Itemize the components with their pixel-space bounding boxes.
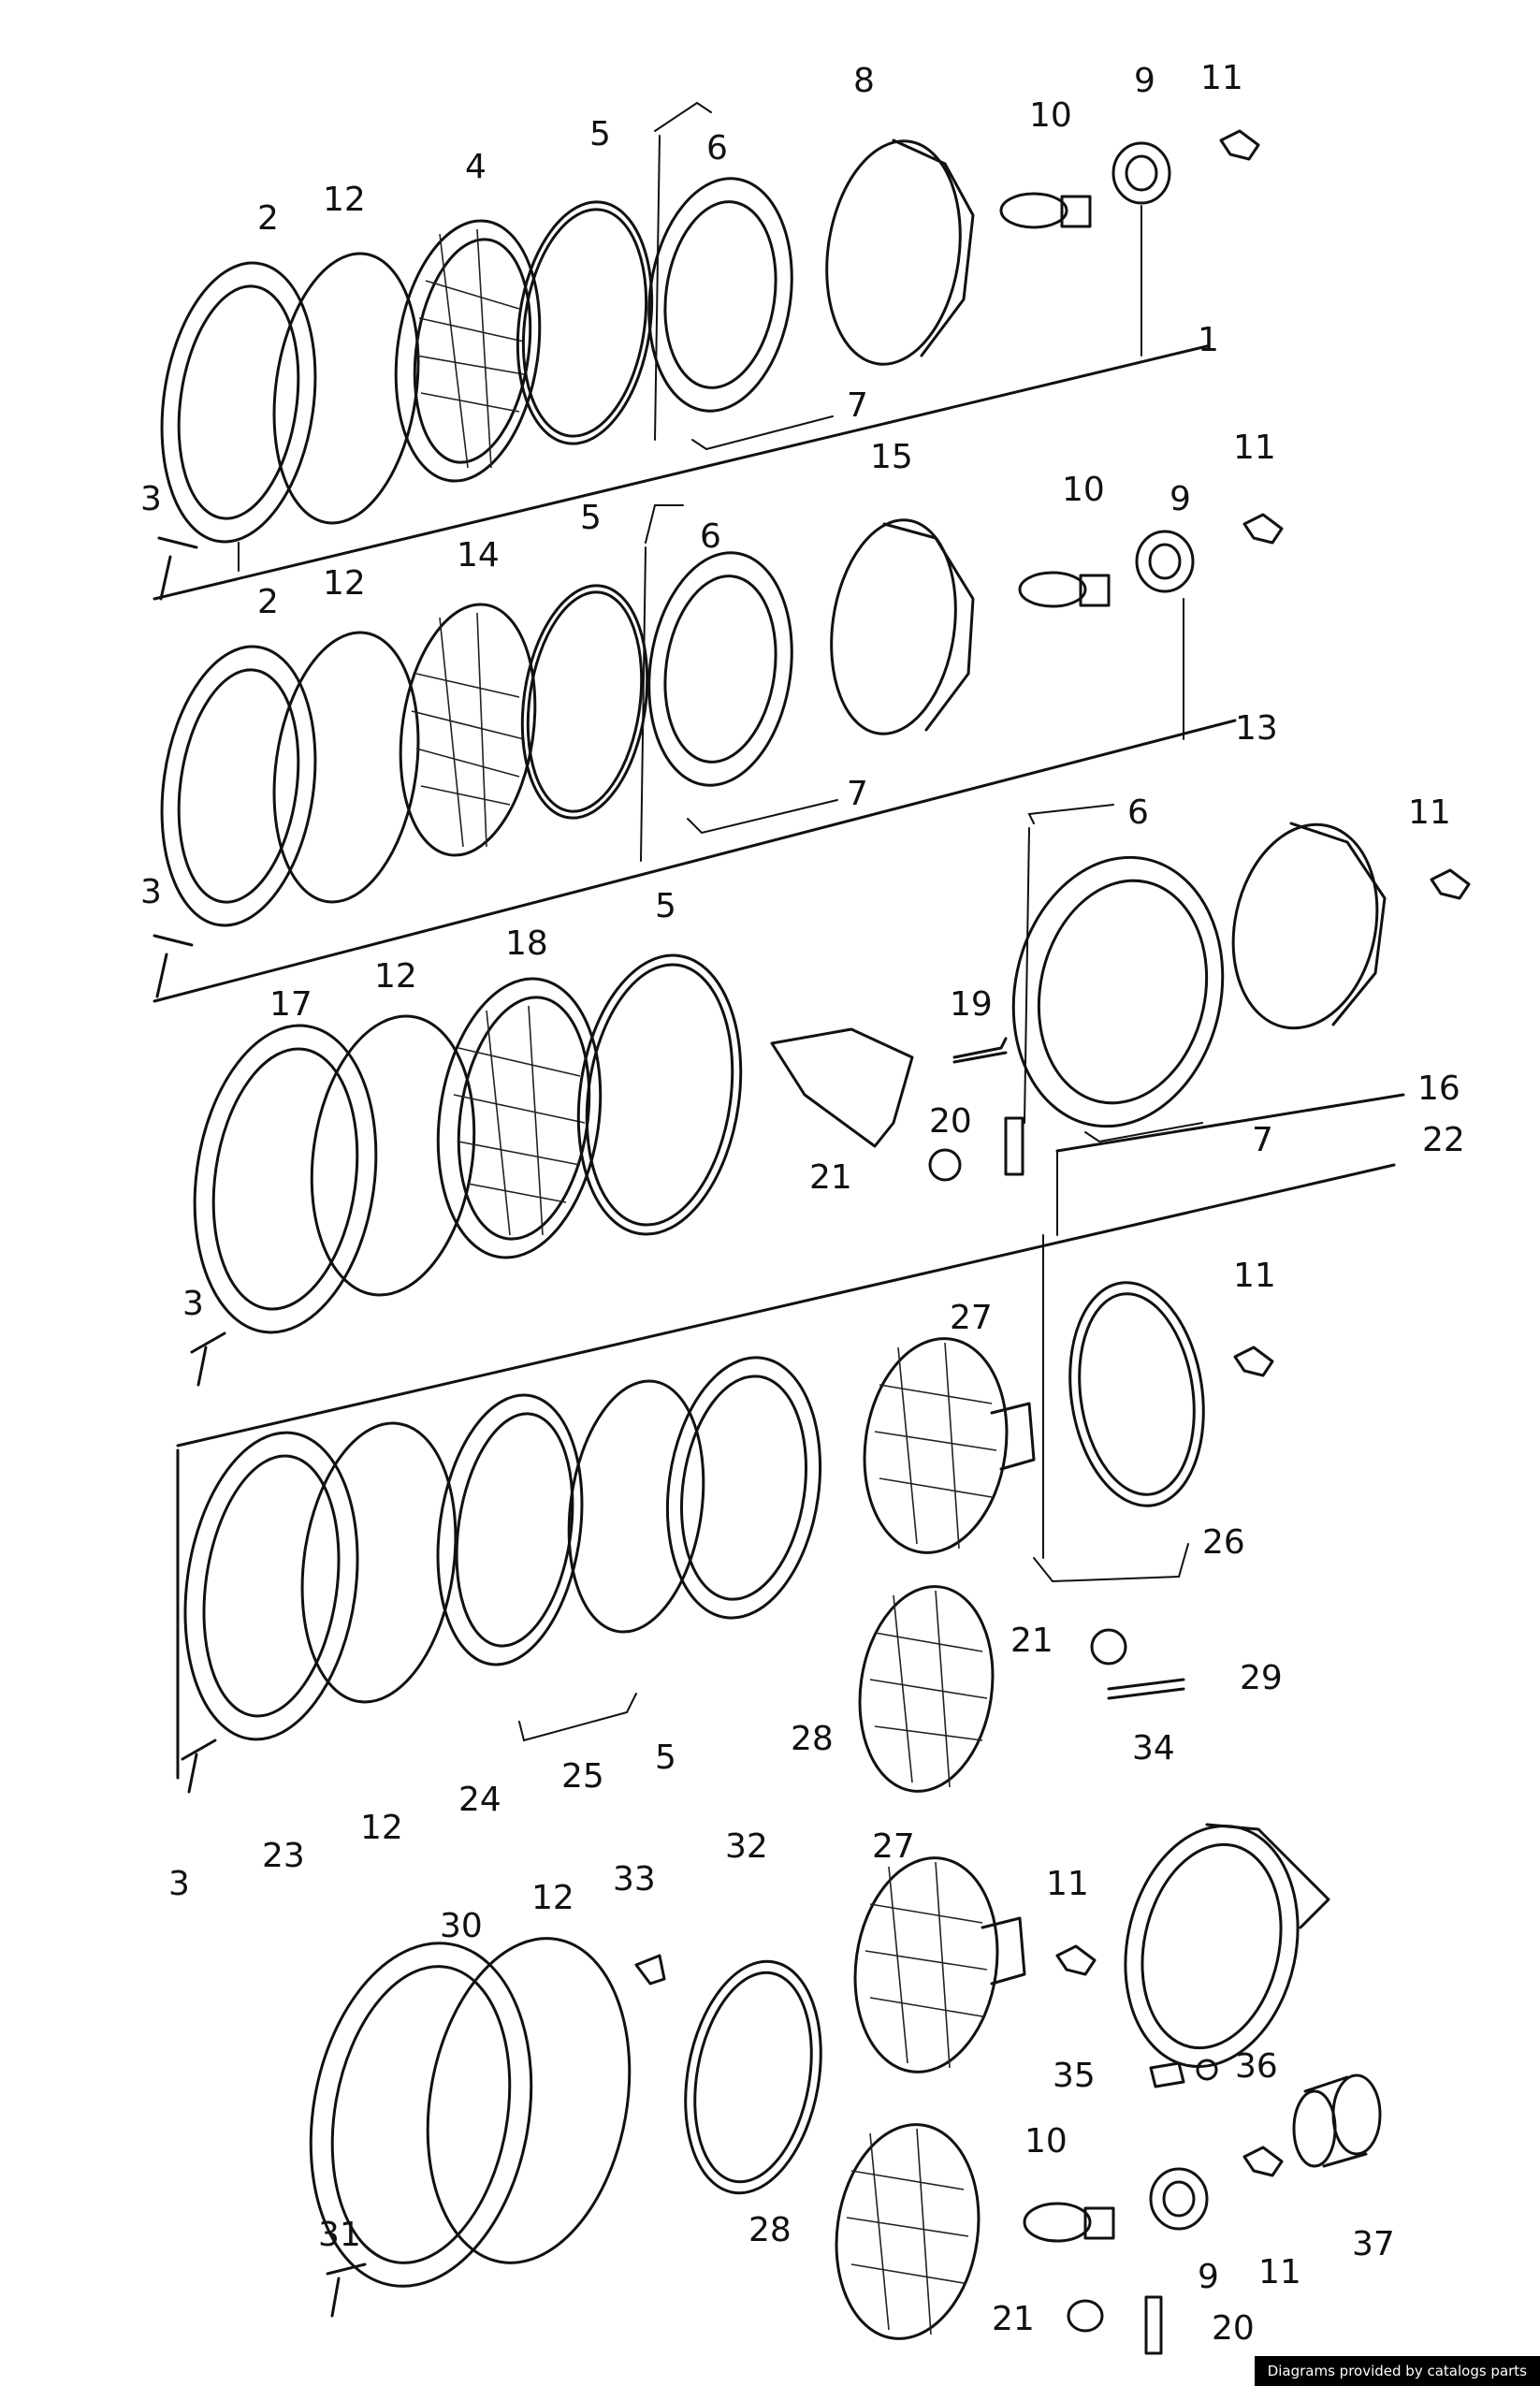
label-4: 4 xyxy=(465,148,487,186)
assembly-1 xyxy=(153,101,1260,601)
label-34: 34 xyxy=(1132,1729,1175,1768)
label-6-b: 6 xyxy=(700,517,721,556)
label-1: 1 xyxy=(1198,321,1219,359)
label-5-d: 5 xyxy=(655,1739,676,1777)
label-11-top: 11 xyxy=(1200,59,1243,97)
label-3-b: 3 xyxy=(140,873,162,911)
label-14: 14 xyxy=(457,536,500,575)
label-37: 37 xyxy=(1352,2225,1395,2263)
label-5-top: 5 xyxy=(589,115,611,153)
assembly-13 xyxy=(153,504,1284,1003)
label-10-c: 10 xyxy=(1024,2122,1068,2160)
label-24: 24 xyxy=(458,1781,501,1819)
assembly-22 xyxy=(176,953,1396,1448)
label-31: 31 xyxy=(318,2216,361,2254)
label-16: 16 xyxy=(1417,1069,1460,1108)
label-20-a: 20 xyxy=(929,1102,972,1141)
label-11-c: 11 xyxy=(1408,793,1451,832)
label-7-c: 7 xyxy=(1252,1121,1273,1159)
label-30: 30 xyxy=(440,1907,483,1945)
label-11-b: 11 xyxy=(1233,429,1276,467)
label-2-b: 2 xyxy=(257,583,279,621)
assembly-26 xyxy=(858,1234,1274,1793)
label-9-c: 9 xyxy=(1198,2258,1219,2296)
label-23: 23 xyxy=(262,1837,305,1875)
label-13: 13 xyxy=(1235,709,1278,748)
label-17: 17 xyxy=(269,985,312,1024)
label-28-a: 28 xyxy=(791,1720,834,1758)
assembly-30 xyxy=(309,1823,1382,2355)
label-12-b: 12 xyxy=(323,564,366,603)
label-21-c: 21 xyxy=(992,2300,1035,2338)
label-25: 25 xyxy=(561,1757,604,1796)
label-11-d: 11 xyxy=(1233,1257,1276,1295)
label-11-f: 11 xyxy=(1258,2253,1301,2291)
label-26: 26 xyxy=(1202,1523,1245,1562)
label-12-d: 12 xyxy=(360,1809,403,1847)
label-12-e: 12 xyxy=(531,1879,574,1917)
label-33: 33 xyxy=(613,1860,656,1899)
assembly-16 xyxy=(1011,804,1471,1236)
label-6-c: 6 xyxy=(1127,793,1149,832)
label-27-b: 27 xyxy=(872,1827,915,1866)
label-36: 36 xyxy=(1235,2047,1278,2086)
label-8: 8 xyxy=(853,62,875,100)
label-3-d: 3 xyxy=(168,1865,190,1903)
label-12-top: 12 xyxy=(323,181,366,219)
label-15: 15 xyxy=(870,438,913,476)
label-19: 19 xyxy=(950,985,993,1024)
label-35: 35 xyxy=(1053,2057,1096,2095)
label-3-a: 3 xyxy=(140,480,162,518)
label-29: 29 xyxy=(1240,1659,1283,1697)
label-11-e: 11 xyxy=(1046,1865,1089,1903)
label-21-a: 21 xyxy=(809,1158,852,1197)
watermark-credit: Diagrams provided by catalogs parts xyxy=(1254,2356,1540,2386)
label-28-b: 28 xyxy=(748,2211,792,2249)
label-27-a: 27 xyxy=(950,1299,993,1337)
label-21-b: 21 xyxy=(1010,1622,1053,1660)
label-18: 18 xyxy=(505,924,548,963)
label-7-top: 7 xyxy=(847,386,868,425)
label-10-top: 10 xyxy=(1029,96,1072,135)
label-20-b: 20 xyxy=(1212,2309,1255,2348)
label-5-c: 5 xyxy=(655,887,676,925)
label-22: 22 xyxy=(1422,1121,1465,1159)
label-7-b: 7 xyxy=(847,775,868,813)
part-labels: 2 12 4 5 6 8 10 9 11 1 7 3 15 10 9 11 5 … xyxy=(140,59,1465,2348)
label-12-c: 12 xyxy=(374,957,417,996)
label-9-top: 9 xyxy=(1134,62,1155,100)
label-3-c: 3 xyxy=(182,1285,204,1323)
label-6-top: 6 xyxy=(706,129,728,167)
label-10-b: 10 xyxy=(1062,471,1105,509)
label-32: 32 xyxy=(725,1827,768,1866)
assembly-23 xyxy=(176,1356,822,1794)
label-5-b: 5 xyxy=(580,499,602,537)
label-2-top: 2 xyxy=(257,199,279,238)
label-9-b: 9 xyxy=(1170,480,1191,518)
